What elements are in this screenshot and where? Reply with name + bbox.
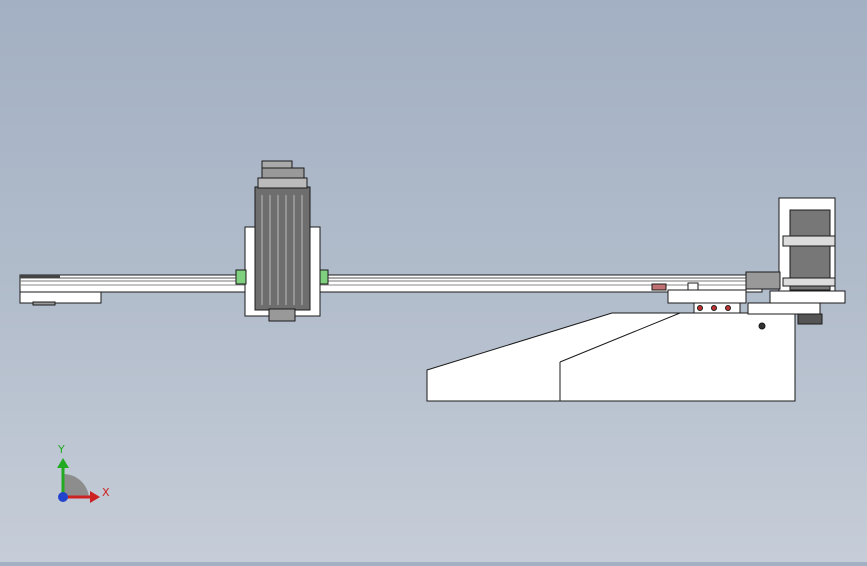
linear-rail[interactable] [19, 274, 763, 293]
triad-z-axis-icon [58, 492, 68, 502]
stepper-motor[interactable] [745, 197, 846, 325]
base-wedge-block[interactable] [426, 312, 796, 402]
triad-y-label: Y [58, 443, 65, 456]
left-endcap-bracket[interactable] [19, 290, 102, 306]
right-carriage-plate[interactable] [667, 289, 747, 314]
triad-x-label: X [102, 486, 110, 499]
triad-x-arrow-icon [90, 491, 100, 503]
carriage-motor-housing[interactable] [235, 160, 329, 322]
triad-y-arrow-icon [57, 458, 69, 468]
triad-arc-icon [63, 473, 89, 497]
orientation-triad [57, 458, 100, 503]
